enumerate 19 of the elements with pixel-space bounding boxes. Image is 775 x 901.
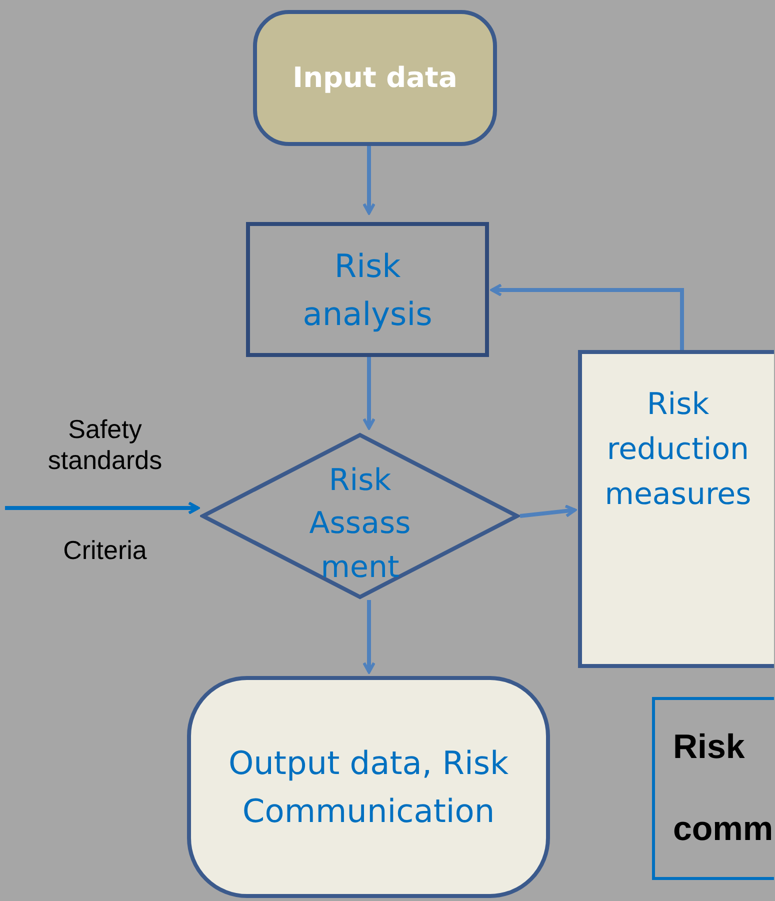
process-box: [246, 222, 489, 357]
node-label: Risk Assass ment: [308, 462, 412, 587]
arrow: [362, 146, 376, 214]
arrow: [520, 504, 576, 518]
node-label: Risk analysis: [302, 246, 434, 334]
node-label: Output data, Risk Communication: [227, 743, 510, 832]
arrow: [362, 357, 376, 430]
node-label: Input data: [292, 60, 458, 96]
arrow: [490, 284, 684, 350]
note-box: [652, 697, 774, 880]
start-box: [253, 10, 497, 146]
arrow: [362, 600, 376, 674]
input-label: Criteria: [62, 535, 148, 566]
end-box: [187, 676, 550, 898]
arrow: [5, 502, 200, 514]
node-label: Risk reduction measures: [604, 386, 752, 514]
input-label: Safety standards: [46, 414, 164, 476]
process-box: [578, 350, 774, 668]
decision-diamond: [200, 432, 520, 600]
